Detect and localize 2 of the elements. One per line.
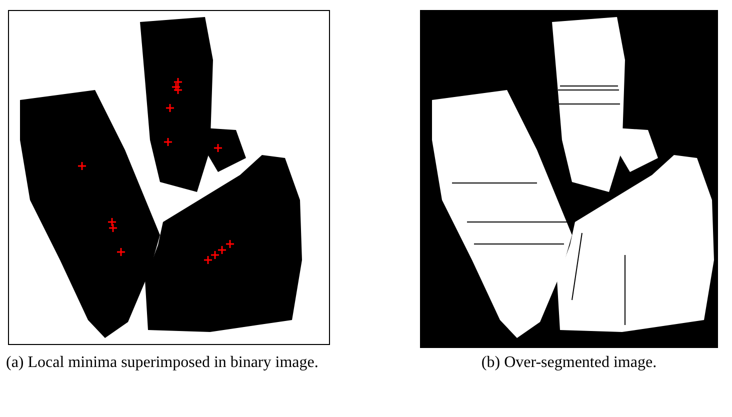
figure-caption: (b) Over-segmented image. (480, 353, 658, 373)
figure-caption: (a) Local minima superimposed in binary image. (6, 353, 320, 373)
